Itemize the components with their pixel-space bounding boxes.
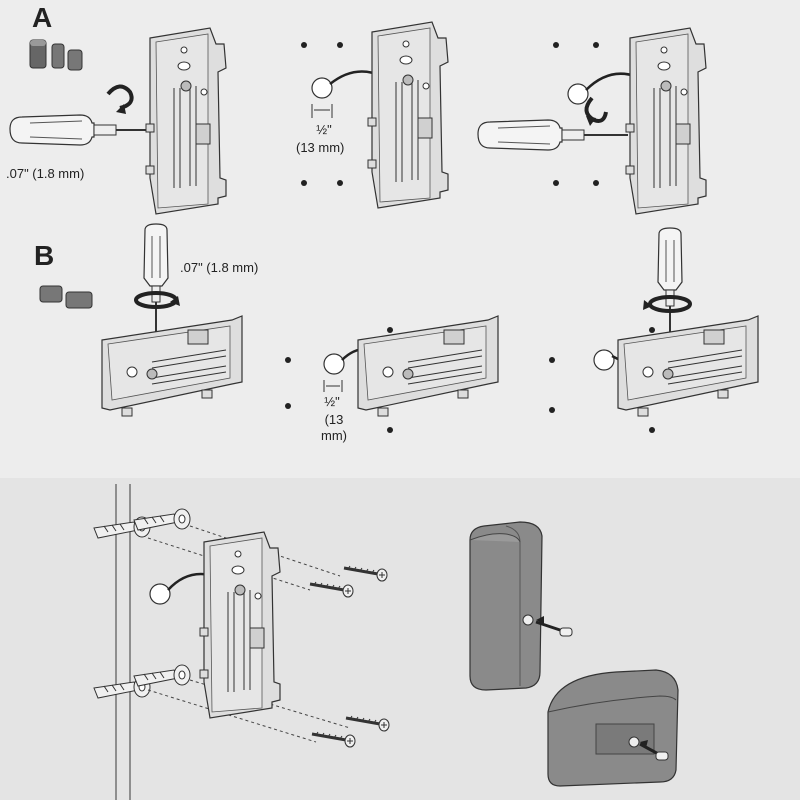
screw-icon — [310, 730, 357, 749]
mounting-bracket-icon — [357, 315, 499, 417]
bit-pieces-a — [29, 39, 83, 71]
section-a-letter: A — [32, 2, 53, 33]
rotate-arrow-icon — [106, 84, 134, 114]
rotate-arrow-icon — [584, 96, 608, 126]
screwdriver-icon — [657, 227, 683, 339]
bit-pieces-b — [39, 285, 93, 309]
speaker-icon — [547, 669, 679, 787]
screwdriver-icon — [9, 114, 161, 146]
offset-metric-a: (13 mm) — [296, 140, 345, 155]
knob-icon — [323, 353, 345, 375]
screwdriver-icon — [477, 119, 629, 151]
wall-anchor-icon — [133, 508, 191, 531]
mounting-bracket-icon — [625, 27, 707, 215]
section-b-letter: B — [34, 240, 55, 271]
rotate-arrow-icon — [134, 291, 180, 309]
knob-icon — [593, 349, 615, 371]
screwdriver-icon — [143, 223, 169, 335]
knob-icon — [149, 583, 171, 605]
bit-size-label-b: .07" (1.8 mm) — [180, 260, 259, 275]
mounting-bracket-icon — [101, 315, 243, 417]
wall-dots-b3 — [549, 327, 655, 433]
wall-stud — [115, 484, 131, 800]
knob-icon — [311, 77, 333, 99]
screw-icon — [308, 580, 355, 599]
mounting-bracket-icon — [367, 21, 449, 209]
dimension-arrow-a — [311, 104, 333, 118]
bit-size-label-a: .07" (1.8 mm) — [6, 166, 85, 181]
rotate-arrow-icon — [643, 295, 692, 313]
wall-anchor-icon — [133, 664, 191, 687]
dimension-arrow-b — [323, 380, 343, 392]
mounting-bracket-icon — [199, 531, 281, 719]
wall-dots-a3 — [553, 42, 599, 186]
screw-icon — [342, 564, 389, 583]
screw-icon — [344, 714, 391, 733]
wall-dots-a2 — [301, 42, 343, 186]
speaker-icon — [469, 521, 573, 691]
knob-icon — [567, 83, 589, 105]
wall-dots-b2 — [285, 327, 393, 433]
mounting-bracket-icon — [145, 27, 227, 215]
offset-metric-b-line1: (13 — [324, 412, 344, 427]
mounting-bracket-icon — [617, 315, 759, 417]
offset-fraction-b: ½" — [324, 394, 340, 409]
offset-fraction-a: ½" — [316, 122, 332, 137]
offset-metric-b-line2: mm) — [321, 428, 347, 443]
